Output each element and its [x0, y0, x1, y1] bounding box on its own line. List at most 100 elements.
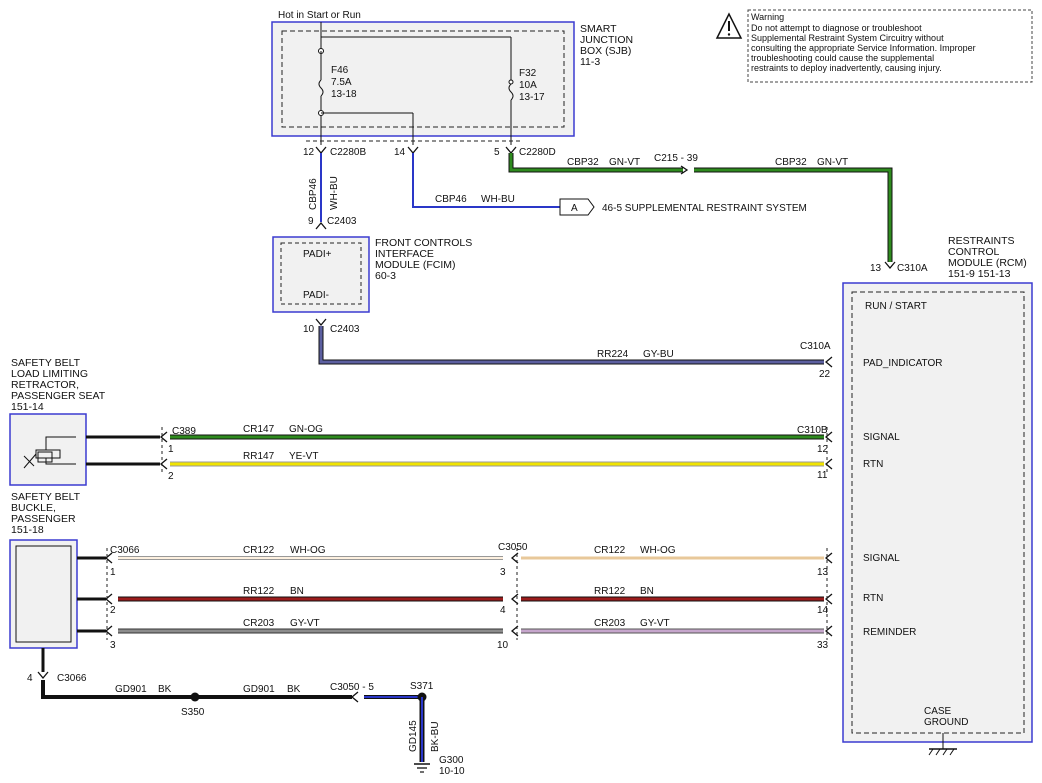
rcm-title: 151-9 151-13 — [948, 268, 1011, 280]
pin-label: 4 — [500, 605, 506, 616]
pin-label: 3 — [110, 640, 116, 651]
retractor-title: SAFETY BELT — [11, 357, 81, 369]
warning-title: Warning — [751, 12, 784, 22]
reference-flag-letter: A — [571, 203, 578, 214]
connector-c3050: C3050 3 4 10 — [497, 542, 528, 651]
pin-label: 4 — [27, 673, 33, 684]
wire-circuit-label: CBP46 — [435, 194, 467, 205]
wire-color-label: WH-OG — [290, 545, 326, 556]
connector-label: C389 — [172, 426, 196, 437]
retractor-title: 151-14 — [11, 401, 44, 413]
wire-color-label: BN — [640, 586, 654, 597]
wire-circuit-label: GD145 — [408, 720, 419, 752]
sjb-title: BOX (SJB) — [580, 45, 631, 57]
warning-line: Supplemental Restraint System Circuitry … — [751, 33, 944, 43]
wire-color-label: BN — [290, 586, 304, 597]
pin-label: 3 — [500, 567, 506, 578]
case-ground-label: CASE — [924, 706, 952, 717]
rcm-pin-signal: SIGNAL — [863, 553, 900, 564]
fuse-f46-rating: 7.5A — [331, 77, 352, 88]
fcim-pin-padi-minus: PADI- — [303, 290, 329, 301]
wire-circuit-label: CR203 — [594, 618, 626, 629]
warning-line: troubleshooting could cause the suppleme… — [751, 53, 934, 63]
wire-color-label: BK-BU — [430, 721, 441, 752]
wire-color-label: BK — [158, 684, 172, 695]
ground-icon — [414, 763, 430, 773]
wire-circuit-label: CR203 — [243, 618, 275, 629]
pin-label: 5 — [494, 147, 500, 158]
wire-color-label: GN-OG — [289, 424, 323, 435]
warning-line: restraints to deploy inadvertently, caus… — [751, 63, 942, 73]
warning-panel: Warning Do not attempt to diagnose or tr… — [715, 9, 1033, 83]
rcm-title: CONTROL — [948, 246, 999, 258]
wire-circuit-label: CR147 — [243, 424, 275, 435]
wire-cbp32: CBP32 GN-VT C215 - 39 CBP32 GN-VT — [508, 153, 893, 262]
wire-color-label: WH-BU — [329, 176, 340, 210]
pin-label: 10 — [497, 640, 509, 651]
fcim-title: MODULE (FCIM) — [375, 259, 456, 271]
fuse-f32-ref: 13-17 — [519, 92, 545, 103]
fuse-icon — [318, 79, 324, 97]
smart-junction-box: Hot in Start or Run SMART JUNCTION BOX (… — [271, 10, 633, 158]
fcim-pin-padi-plus: PADI+ — [303, 249, 332, 260]
fuse-icon — [508, 83, 514, 101]
rcm-pin-signal: SIGNAL — [863, 432, 900, 443]
warning-line: consulting the appropriate Service Infor… — [751, 43, 976, 53]
fuse-f46-label: F46 — [331, 65, 349, 76]
ground-circuit: GD901 BK S350 GD901 BK C3050 - 5 S371 GD… — [41, 680, 465, 777]
pin-label: 1 — [168, 444, 174, 455]
wire-rr147: RR147 YE-VT — [170, 451, 824, 467]
retractor-title: PASSENGER SEAT — [11, 390, 106, 402]
connector-label: C310B — [797, 425, 828, 436]
retractor-title: LOAD LIMITING — [11, 368, 88, 380]
wire-circuit-label: CBP46 — [308, 178, 319, 210]
warning-line: Do not attempt to diagnose or troublesho… — [751, 23, 922, 33]
wire-circuit-label: CBP32 — [567, 157, 599, 168]
rcm-pin-rtn: RTN — [863, 459, 883, 470]
rcm-module: RESTRAINTS CONTROL MODULE (RCM) 151-9 15… — [797, 235, 1033, 756]
wire-color-label: GN-VT — [817, 157, 848, 168]
retractor-title: RETRACTOR, — [11, 379, 79, 391]
pin-label: 13 — [870, 263, 882, 274]
connector-label: C2280B — [330, 147, 366, 158]
buckle-module: SAFETY BELT BUCKLE, PASSENGER 151-18 C30… — [9, 491, 140, 684]
wire-cbp46: CBP46 WH-BU CBP46 WH-BU A 46-5 SUPPLEMEN… — [308, 153, 807, 222]
pin-label: 10 — [303, 324, 315, 335]
reference-text: 46-5 SUPPLEMENTAL RESTRAINT SYSTEM — [602, 203, 807, 214]
pin-label: 9 — [308, 216, 314, 227]
ground-label: G300 — [439, 755, 464, 766]
splice-label: S371 — [410, 681, 434, 692]
pin-label: 12 — [303, 147, 315, 158]
fcim-title: INTERFACE — [375, 248, 434, 260]
pin-label: 2 — [168, 471, 174, 482]
fuse-f32-rating: 10A — [519, 80, 537, 91]
fcim-title: FRONT CONTROLS — [375, 237, 472, 249]
pin-label: 12 — [817, 444, 829, 455]
wire-circuit-label: CBP32 — [775, 157, 807, 168]
inline-connector-label: C215 - 39 — [654, 153, 698, 164]
fcim-module: 9 C2403 PADI+ PADI- FRONT CONTROLS INTER… — [272, 216, 472, 335]
connector-label: C310A — [897, 263, 928, 274]
connector-label: C310A — [800, 341, 831, 352]
buckle-title: SAFETY BELT — [11, 491, 81, 503]
rcm-pin-rtn: RTN — [863, 593, 883, 604]
warning-icon — [715, 12, 743, 39]
sjb-title: JUNCTION — [580, 34, 633, 46]
rcm-title: MODULE (RCM) — [948, 257, 1027, 269]
pin-label: 14 — [394, 147, 406, 158]
pin-label: 33 — [817, 640, 829, 651]
wire-circuit-label: CR122 — [594, 545, 626, 556]
rcm-pin-pad-indicator: PAD_INDICATOR — [863, 358, 942, 369]
pin-label: 11 — [817, 470, 828, 481]
connector-label: C3066 — [110, 545, 140, 556]
sjb-title: SMART — [580, 23, 617, 35]
wire-color-label: YE-VT — [289, 451, 318, 462]
wire-circuit-label: RR147 — [243, 451, 275, 462]
wire-color-label: GY-VT — [290, 618, 320, 629]
wire-circuit-label: GD901 — [115, 684, 147, 695]
wire-color-label: BK — [287, 684, 301, 695]
connector-label: C3050 — [498, 542, 528, 553]
wire-circuit-label: RR122 — [243, 586, 275, 597]
connector-label: C2403 — [327, 216, 357, 227]
